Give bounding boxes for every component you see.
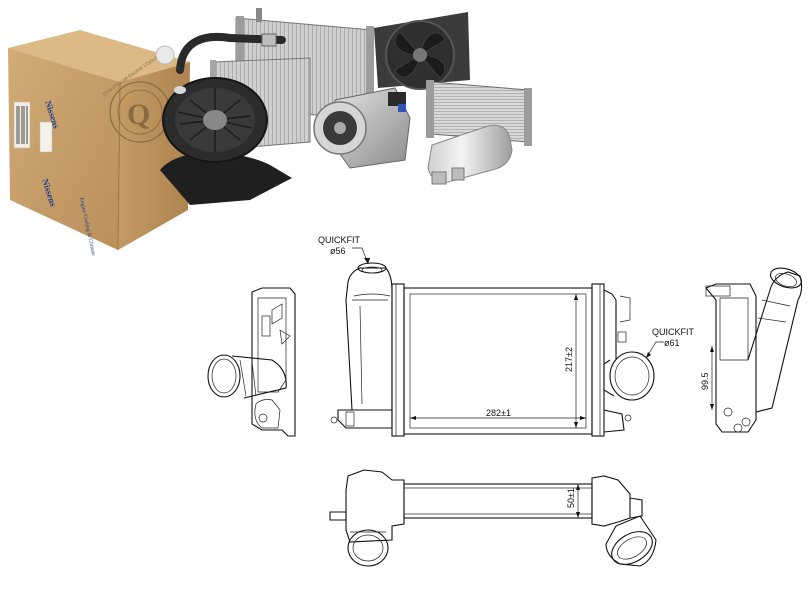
dim-height: 217±2 (564, 347, 574, 372)
dim-side: 99.5 (700, 372, 710, 390)
quickfit-right-label: QUICKFIT (652, 327, 695, 337)
ac-compressor-photo (313, 87, 411, 169)
top-view: 50±1 (329, 469, 657, 567)
quickfit-callout-top: QUICKFIT ø56 (318, 235, 370, 265)
front-view (330, 262, 655, 437)
svg-text:Q: Q (127, 98, 150, 131)
dim-width: 282±1 (486, 408, 511, 418)
quickfit-callout-right: QUICKFIT ø61 (645, 327, 695, 359)
dimensions-front: 282±1 217±2 (410, 294, 586, 428)
quickfit-right-diameter: ø61 (664, 338, 680, 348)
dim-thickness: 50±1 (566, 488, 576, 508)
packaging-box: Nissens Nissens Engine Cooling & Climate… (8, 30, 190, 257)
blower-motor-photo (160, 77, 292, 205)
side-view-right: 99.5 (700, 267, 803, 433)
quickfit-top-diameter: ø56 (330, 246, 346, 256)
side-view-left (207, 287, 296, 437)
heater-radiator-photo (426, 80, 532, 146)
radiator-fan-photo (374, 12, 470, 90)
receiver-drier-photo (427, 124, 513, 185)
quickfit-top-label: QUICKFIT (318, 235, 361, 245)
ac-hose-photo (176, 32, 286, 74)
